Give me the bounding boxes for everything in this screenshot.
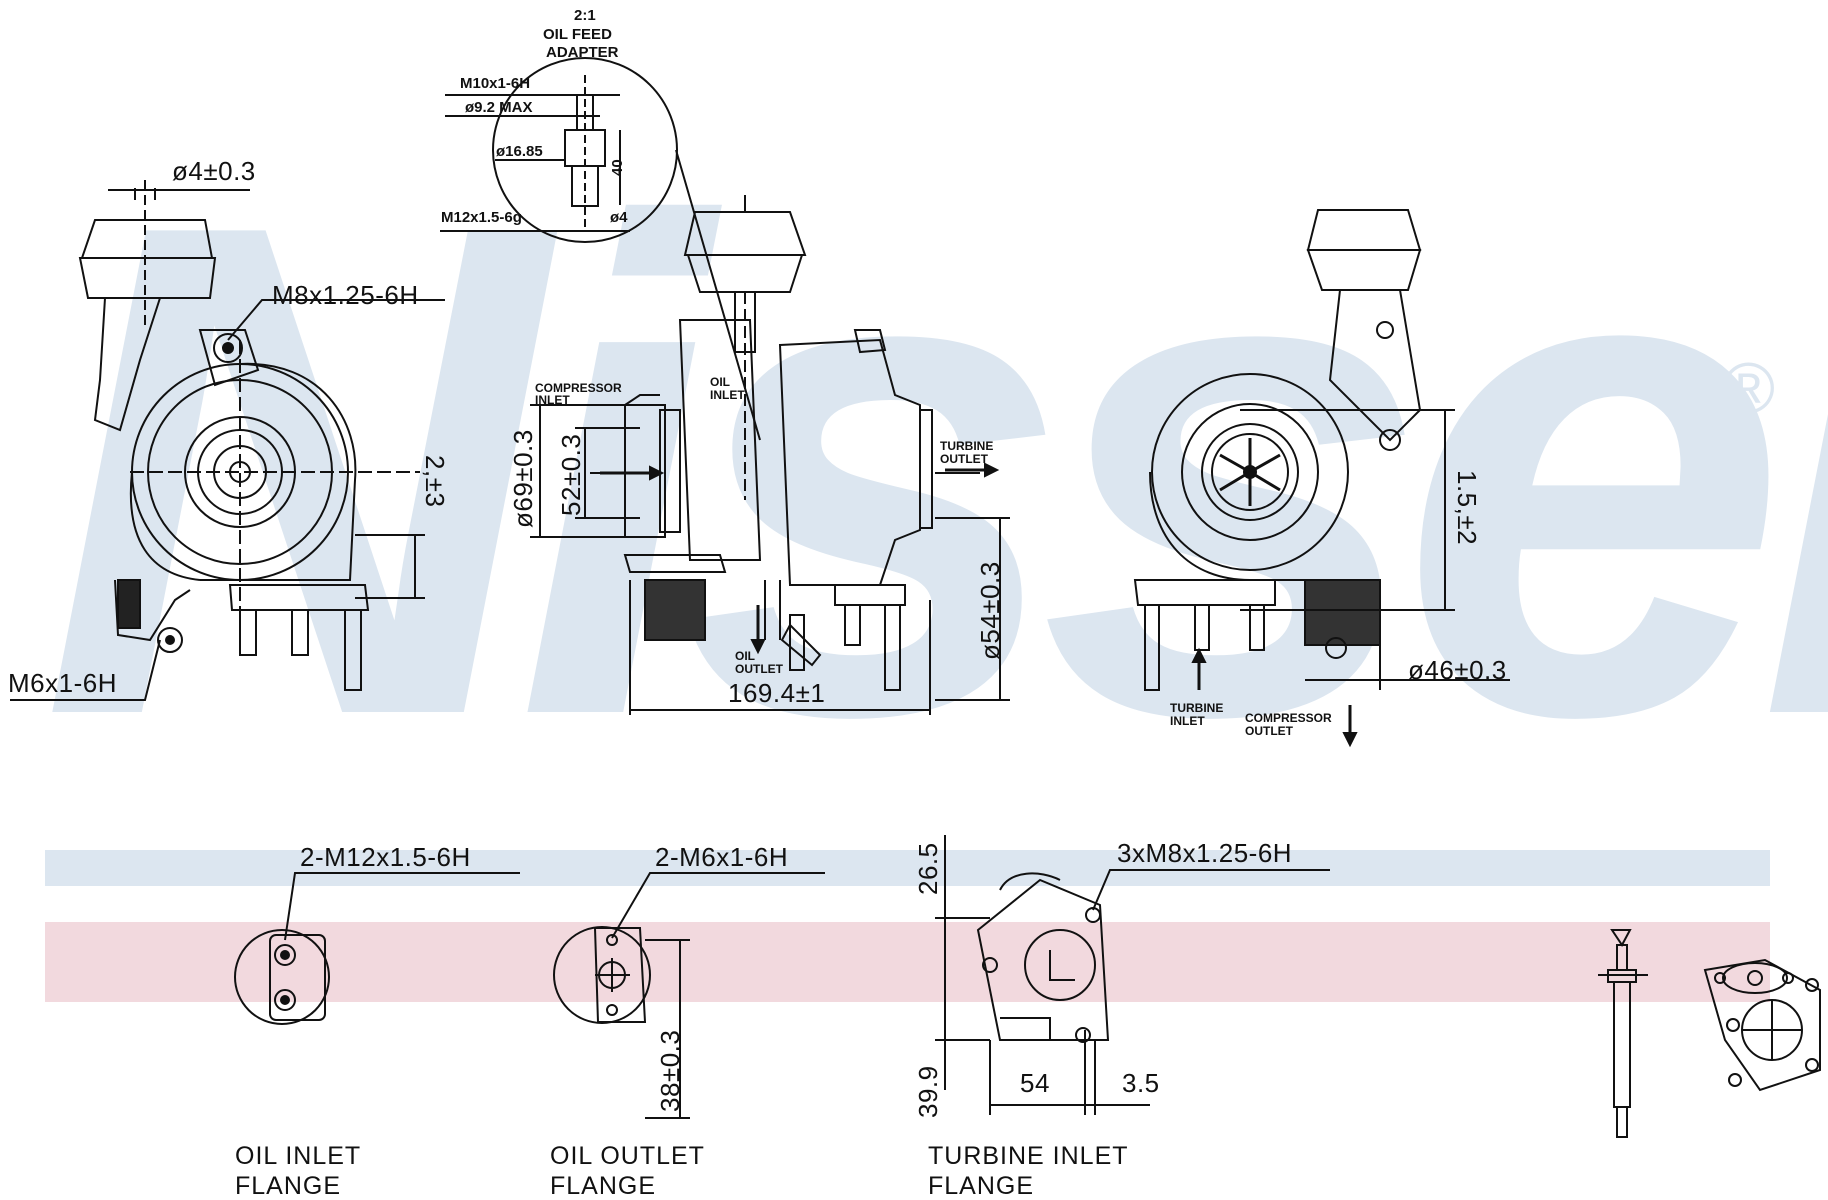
actuator-bracket	[93, 297, 161, 432]
turbine-outlet-label-1: TURBINE	[940, 439, 994, 453]
dim-outlet-dia: ø46±0.3	[1408, 655, 1507, 685]
actuator-can	[80, 219, 214, 259]
dim-inner-dia: 52±0.3	[556, 433, 586, 516]
turbine-outlet-label-2: OUTLET	[940, 452, 988, 466]
thread-m8-label: M8x1.25-6H	[272, 280, 419, 310]
turbine-inlet-flange-drawing	[935, 835, 1330, 1115]
adapter-dia-max: ø9.2 MAX	[465, 99, 533, 116]
oil-outlet-dim: 38±0.3	[655, 1029, 685, 1112]
adapter-thread-top: M10x1-6H	[460, 75, 531, 92]
dim-length: 169.4±1	[728, 678, 826, 708]
turbine-flange-thread: 3xM8x1.25-6H	[1117, 838, 1293, 868]
oil-outlet-label-2: OUTLET	[735, 662, 783, 676]
side-view	[530, 195, 1010, 715]
brand-watermark: Nissens	[40, 79, 1828, 861]
compressor-housing	[131, 363, 349, 581]
compressor-outlet-label-2: OUTLET	[1245, 724, 1293, 738]
pink-band	[45, 922, 1770, 1002]
dim-height-rear: 1.5,±2	[1452, 470, 1482, 546]
dim-height-left: 2,±3	[420, 455, 450, 508]
compressor-outlet-label-1: COMPRESSOR	[1245, 711, 1332, 725]
dim-actuator-rod: ø4±0.3	[172, 156, 256, 186]
adapter-small-drawing	[1598, 929, 1648, 1138]
thread-m6-label: M6x1-6H	[8, 668, 117, 698]
dim-outer-dia: ø69±0.3	[508, 429, 538, 528]
turbine-inlet-label-1: TURBINE	[1170, 701, 1224, 715]
oil-inlet-thread: 2-M12x1.5-6H	[300, 842, 471, 872]
oil-inlet-caption-1: OIL INLET	[235, 1142, 362, 1170]
compressor-inlet-label-2: INLET	[535, 393, 570, 407]
turbine-flange-caption-1: TURBINE INLET	[928, 1142, 1129, 1170]
oil-inlet-caption-2: FLANGE	[235, 1172, 342, 1200]
turbine-inlet-label-2: INLET	[1170, 714, 1205, 728]
turbine-wheel-housing	[1151, 373, 1349, 571]
oil-outlet-caption-2: FLANGE	[550, 1172, 657, 1200]
front-view-left	[10, 180, 445, 701]
actuator-can-base	[78, 257, 217, 299]
oil-outlet-caption-1: OIL OUTLET	[550, 1142, 705, 1170]
turbine-flange-dim-bottom: 39.9	[913, 1065, 943, 1118]
rear-view	[1133, 209, 1510, 748]
oil-inlet-flange-drawing	[234, 872, 520, 1025]
oil-outlet-flange-drawing	[553, 872, 825, 1119]
registered-mark: ®	[1722, 349, 1776, 429]
adapter-dia-bottom: ø4	[610, 209, 628, 226]
turbine-flange-dim-width: 54	[1020, 1068, 1050, 1098]
adapter-dia-mid: ø16.85	[496, 143, 543, 160]
dim-turbine-dia: ø54±0.3	[975, 561, 1005, 660]
adapter-scale: 2:1	[574, 7, 596, 24]
adapter-thread-bottom: M12x1.5-6g	[441, 209, 522, 226]
turbine-flange-caption-2: FLANGE	[928, 1172, 1035, 1200]
adapter-title-1: OIL FEED	[543, 26, 612, 43]
oil-feed-adapter-detail	[440, 57, 761, 441]
oil-outlet-thread: 2-M6x1-6H	[655, 842, 789, 872]
compressor-inlet-label-1: COMPRESSOR	[535, 381, 622, 395]
oil-inlet-label-1: OIL	[710, 375, 730, 389]
turbine-flange-dim-thickness: 3.5	[1122, 1068, 1160, 1098]
adapter-title-2: ADAPTER	[546, 44, 619, 61]
turbine-flange-dim-top: 26.5	[913, 842, 943, 895]
adapter-length: 40	[609, 159, 626, 176]
blue-band	[45, 850, 1770, 886]
oil-inlet-label-2: INLET	[710, 388, 745, 402]
oil-outlet-label-1: OIL	[735, 649, 755, 663]
gasket-drawing	[1703, 958, 1821, 1092]
